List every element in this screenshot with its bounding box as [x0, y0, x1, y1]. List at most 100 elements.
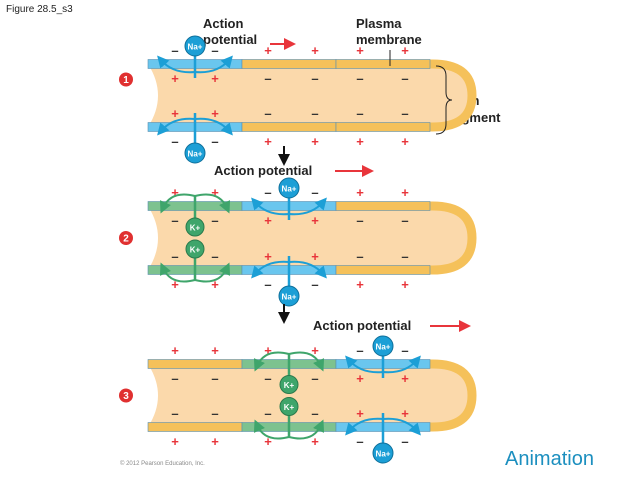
step-number: 1: [123, 75, 129, 86]
charge-inside: –: [401, 71, 408, 86]
charge-outside: –: [264, 277, 271, 292]
membrane-bottom-seg-3: [335, 265, 431, 275]
charge-inside: –: [401, 213, 408, 228]
charge-outside: +: [211, 434, 219, 449]
charge-outside: +: [171, 185, 179, 200]
step-number: 3: [123, 391, 129, 402]
charge-outside: +: [356, 43, 364, 58]
charge-inside: +: [171, 71, 179, 86]
sodium-ion: [184, 35, 206, 57]
charge-inside: –: [311, 106, 318, 121]
charge-inside: –: [211, 406, 218, 421]
charge-outside: +: [211, 277, 219, 292]
charge-inside: +: [356, 406, 364, 421]
charge-inside: –: [264, 406, 271, 421]
k-current-arrow: [159, 193, 196, 214]
membrane-top-seg-2: [241, 59, 337, 69]
potassium-ion: [185, 239, 205, 259]
potassium-ion-label: K+: [190, 224, 201, 233]
potassium-ion: [185, 217, 205, 237]
charge-inside: –: [311, 406, 318, 421]
charge-outside: +: [401, 134, 409, 149]
charge-inside: –: [264, 71, 271, 86]
k-current-arrow: [194, 262, 231, 283]
charge-inside: –: [401, 106, 408, 121]
sodium-ion: [372, 335, 394, 357]
charge-outside: –: [401, 434, 408, 449]
local-current-arrow: [194, 55, 233, 74]
charge-outside: +: [171, 277, 179, 292]
charge-outside: –: [171, 134, 178, 149]
charge-inside: –: [264, 371, 271, 386]
axon-segment-brace: [435, 65, 453, 135]
sodium-ion: [184, 142, 206, 164]
animation-link[interactable]: Animation: [505, 448, 594, 470]
charge-inside: +: [401, 371, 409, 386]
charge-outside: +: [401, 185, 409, 200]
axoplasm: [148, 364, 470, 427]
axon-panel-1: [147, 59, 477, 132]
sodium-ion-label: Na+: [188, 150, 203, 159]
potassium-ion: [279, 397, 299, 416]
charge-outside: +: [171, 434, 179, 449]
step-number: 2: [123, 234, 129, 245]
step-badge: [119, 231, 133, 245]
local-current-arrow: [345, 417, 384, 436]
charge-inside: +: [171, 106, 179, 121]
charge-inside: +: [311, 249, 319, 264]
membrane-end-cap: [429, 59, 477, 132]
charge-inside: –: [171, 249, 178, 264]
label-action-potential-3: Action potential: [313, 318, 412, 333]
local-current-arrow: [194, 117, 233, 136]
local-current-arrow: [251, 197, 290, 216]
charge-outside: –: [311, 277, 318, 292]
charge-outside: +: [356, 134, 364, 149]
charge-outside: +: [401, 43, 409, 58]
charge-inside: +: [211, 106, 219, 121]
k-current-arrow: [253, 419, 290, 440]
local-current-arrow: [345, 355, 384, 374]
charge-inside: –: [211, 249, 218, 264]
charge-outside: –: [211, 43, 218, 58]
charge-outside: +: [171, 343, 179, 358]
charge-inside: –: [311, 71, 318, 86]
membrane-bottom-seg-1: [147, 422, 243, 432]
charge-inside: –: [401, 249, 408, 264]
local-current-arrow: [157, 55, 196, 74]
charge-inside: +: [356, 371, 364, 386]
local-current-arrow: [157, 117, 196, 136]
charge-inside: +: [264, 213, 272, 228]
charge-outside: +: [264, 43, 272, 58]
potassium-ion: [279, 375, 299, 394]
charge-outside: +: [356, 277, 364, 292]
membrane-bottom-seg-2: [241, 122, 337, 132]
charge-inside: –: [211, 213, 218, 228]
charge-outside: +: [211, 343, 219, 358]
potassium-ion-label: K+: [284, 381, 295, 390]
charge-inside: –: [171, 371, 178, 386]
sodium-ion: [372, 442, 394, 464]
label-action-potential-2: Action potential: [214, 163, 313, 178]
sodium-ion-label: Na+: [282, 185, 297, 194]
k-current-arrow: [288, 351, 325, 372]
charge-inside: –: [356, 249, 363, 264]
sodium-ion-label: Na+: [376, 343, 391, 352]
local-current-arrow: [288, 197, 327, 216]
charge-outside: –: [211, 134, 218, 149]
charge-inside: –: [171, 213, 178, 228]
sodium-ion-label: Na+: [188, 43, 203, 52]
membrane-top-seg-3: [335, 201, 431, 211]
sodium-ion-label: Na+: [282, 293, 297, 302]
charge-inside: –: [171, 406, 178, 421]
sodium-ion: [278, 177, 300, 199]
k-current-arrow: [159, 262, 196, 283]
axoplasm: [148, 64, 470, 127]
charge-outside: +: [311, 134, 319, 149]
membrane-top-seg-1: [147, 359, 243, 369]
charge-inside: –: [311, 371, 318, 386]
copyright: © 2012 Pearson Education, Inc.: [120, 461, 205, 467]
sodium-ion: [278, 285, 300, 307]
membrane-top-seg-3: [335, 59, 431, 69]
